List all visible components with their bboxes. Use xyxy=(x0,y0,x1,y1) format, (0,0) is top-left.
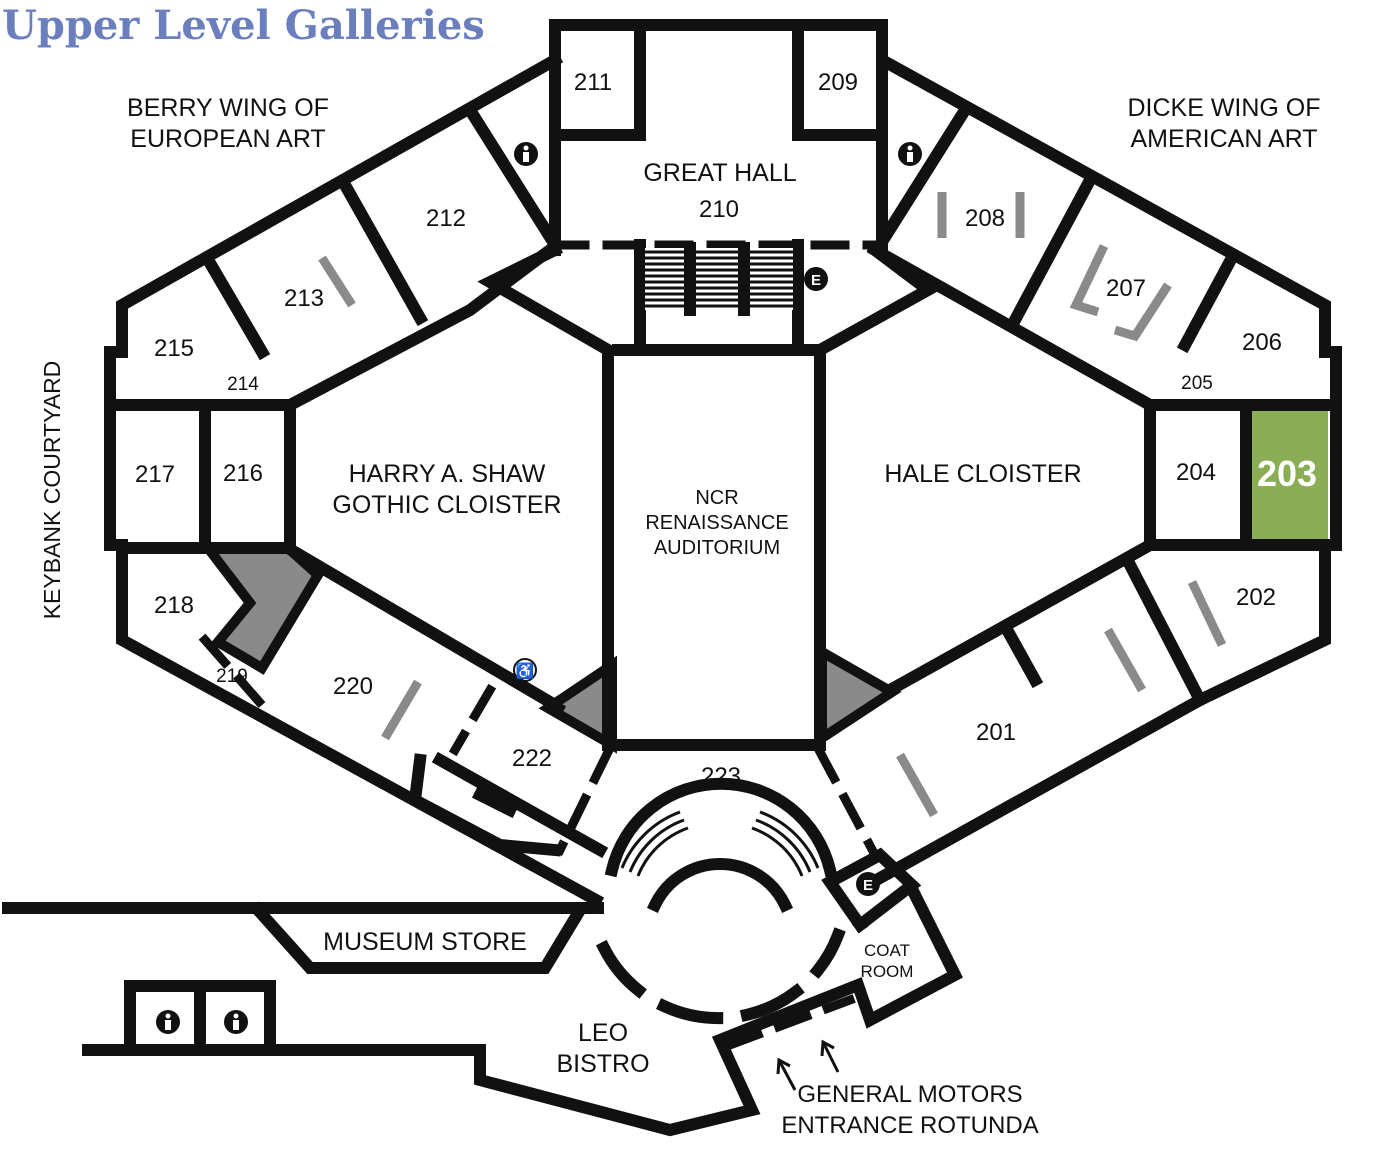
room-222[interactable]: 222 xyxy=(512,745,552,772)
elevator-icon: E xyxy=(856,872,880,896)
room-212[interactable]: 212 xyxy=(426,205,466,232)
room-202[interactable]: 202 xyxy=(1236,584,1276,611)
restroom-icon xyxy=(898,142,922,166)
dicke-wing-label-1: DICKE WING OF xyxy=(1127,94,1320,122)
shaw-cloister-label-1: HARRY A. SHAW xyxy=(349,460,546,488)
entrance-rotunda-label-1: GENERAL MOTORS xyxy=(797,1081,1022,1108)
restroom-block xyxy=(124,980,276,1056)
room-206[interactable]: 206 xyxy=(1242,329,1282,356)
entrance-rotunda xyxy=(595,777,846,1025)
room-210[interactable]: 210 xyxy=(699,196,739,223)
coat-room-label-2: ROOM xyxy=(861,962,914,981)
great-hall-label: GREAT HALL xyxy=(643,159,796,187)
room-207[interactable]: 207 xyxy=(1106,275,1146,302)
room-215[interactable]: 215 xyxy=(154,335,194,362)
room-220[interactable]: 220 xyxy=(333,673,373,700)
gallery-dividers xyxy=(318,192,1227,818)
room-211[interactable]: 211 xyxy=(574,69,612,96)
room-209[interactable]: 209 xyxy=(818,69,858,96)
wheelchair-accessible-icon: ♿ xyxy=(513,658,537,682)
room-201[interactable]: 201 xyxy=(976,719,1016,746)
room-218[interactable]: 218 xyxy=(154,592,194,619)
room-217[interactable]: 217 xyxy=(135,461,175,488)
entrance-arrows xyxy=(776,1039,840,1091)
svg-text:E: E xyxy=(863,877,873,894)
ncr-auditorium-label-3: AUDITORIUM xyxy=(654,537,780,559)
room-203[interactable]: 203 xyxy=(1257,453,1317,494)
room-numbers: 201 202 203 204 205 206 207 208 209 210 … xyxy=(135,69,1317,790)
gallery-203-highlight[interactable] xyxy=(1246,406,1328,546)
great-hall-stairs xyxy=(645,242,793,316)
restroom-icon xyxy=(156,1010,180,1034)
elevator-icon: E xyxy=(804,267,828,291)
restroom-icon xyxy=(224,1010,248,1034)
berry-wing-label-2: EUROPEAN ART xyxy=(130,125,325,153)
dicke-wing-label-2: AMERICAN ART xyxy=(1130,125,1317,153)
svg-text:E: E xyxy=(811,272,821,289)
map-title: Upper Level Galleries xyxy=(2,2,485,49)
restroom-icon xyxy=(514,142,538,166)
room-216[interactable]: 216 xyxy=(223,460,263,487)
hale-cloister-label: HALE CLOISTER xyxy=(884,460,1081,488)
room-223[interactable]: 223 xyxy=(701,763,741,790)
coat-room-label-1: COAT xyxy=(864,941,910,960)
doorways xyxy=(198,240,882,1051)
room-208[interactable]: 208 xyxy=(965,205,1005,232)
entrance-rotunda-label-2: ENTRANCE ROTUNDA xyxy=(781,1112,1038,1139)
shaw-cloister-label-2: GOTHIC CLOISTER xyxy=(332,491,561,519)
svg-text:♿: ♿ xyxy=(516,662,535,680)
berry-wing-label-1: BERRY WING OF xyxy=(127,94,329,122)
ncr-auditorium-label-2: RENAISSANCE xyxy=(645,512,788,534)
room-214[interactable]: 214 xyxy=(227,374,259,395)
room-205[interactable]: 205 xyxy=(1181,373,1213,394)
room-219[interactable]: 219 xyxy=(216,666,248,687)
leo-bistro-label-1: LEO xyxy=(578,1019,628,1047)
room-213[interactable]: 213 xyxy=(284,285,324,312)
museum-store-label: MUSEUM STORE xyxy=(323,928,527,956)
ncr-auditorium-label-1: NCR xyxy=(695,487,738,509)
shaded-areas xyxy=(197,543,902,754)
keybank-courtyard-label: KEYBANK COURTYARD xyxy=(39,361,65,620)
room-204[interactable]: 204 xyxy=(1176,459,1216,486)
leo-bistro-label-2: BISTRO xyxy=(556,1050,649,1078)
